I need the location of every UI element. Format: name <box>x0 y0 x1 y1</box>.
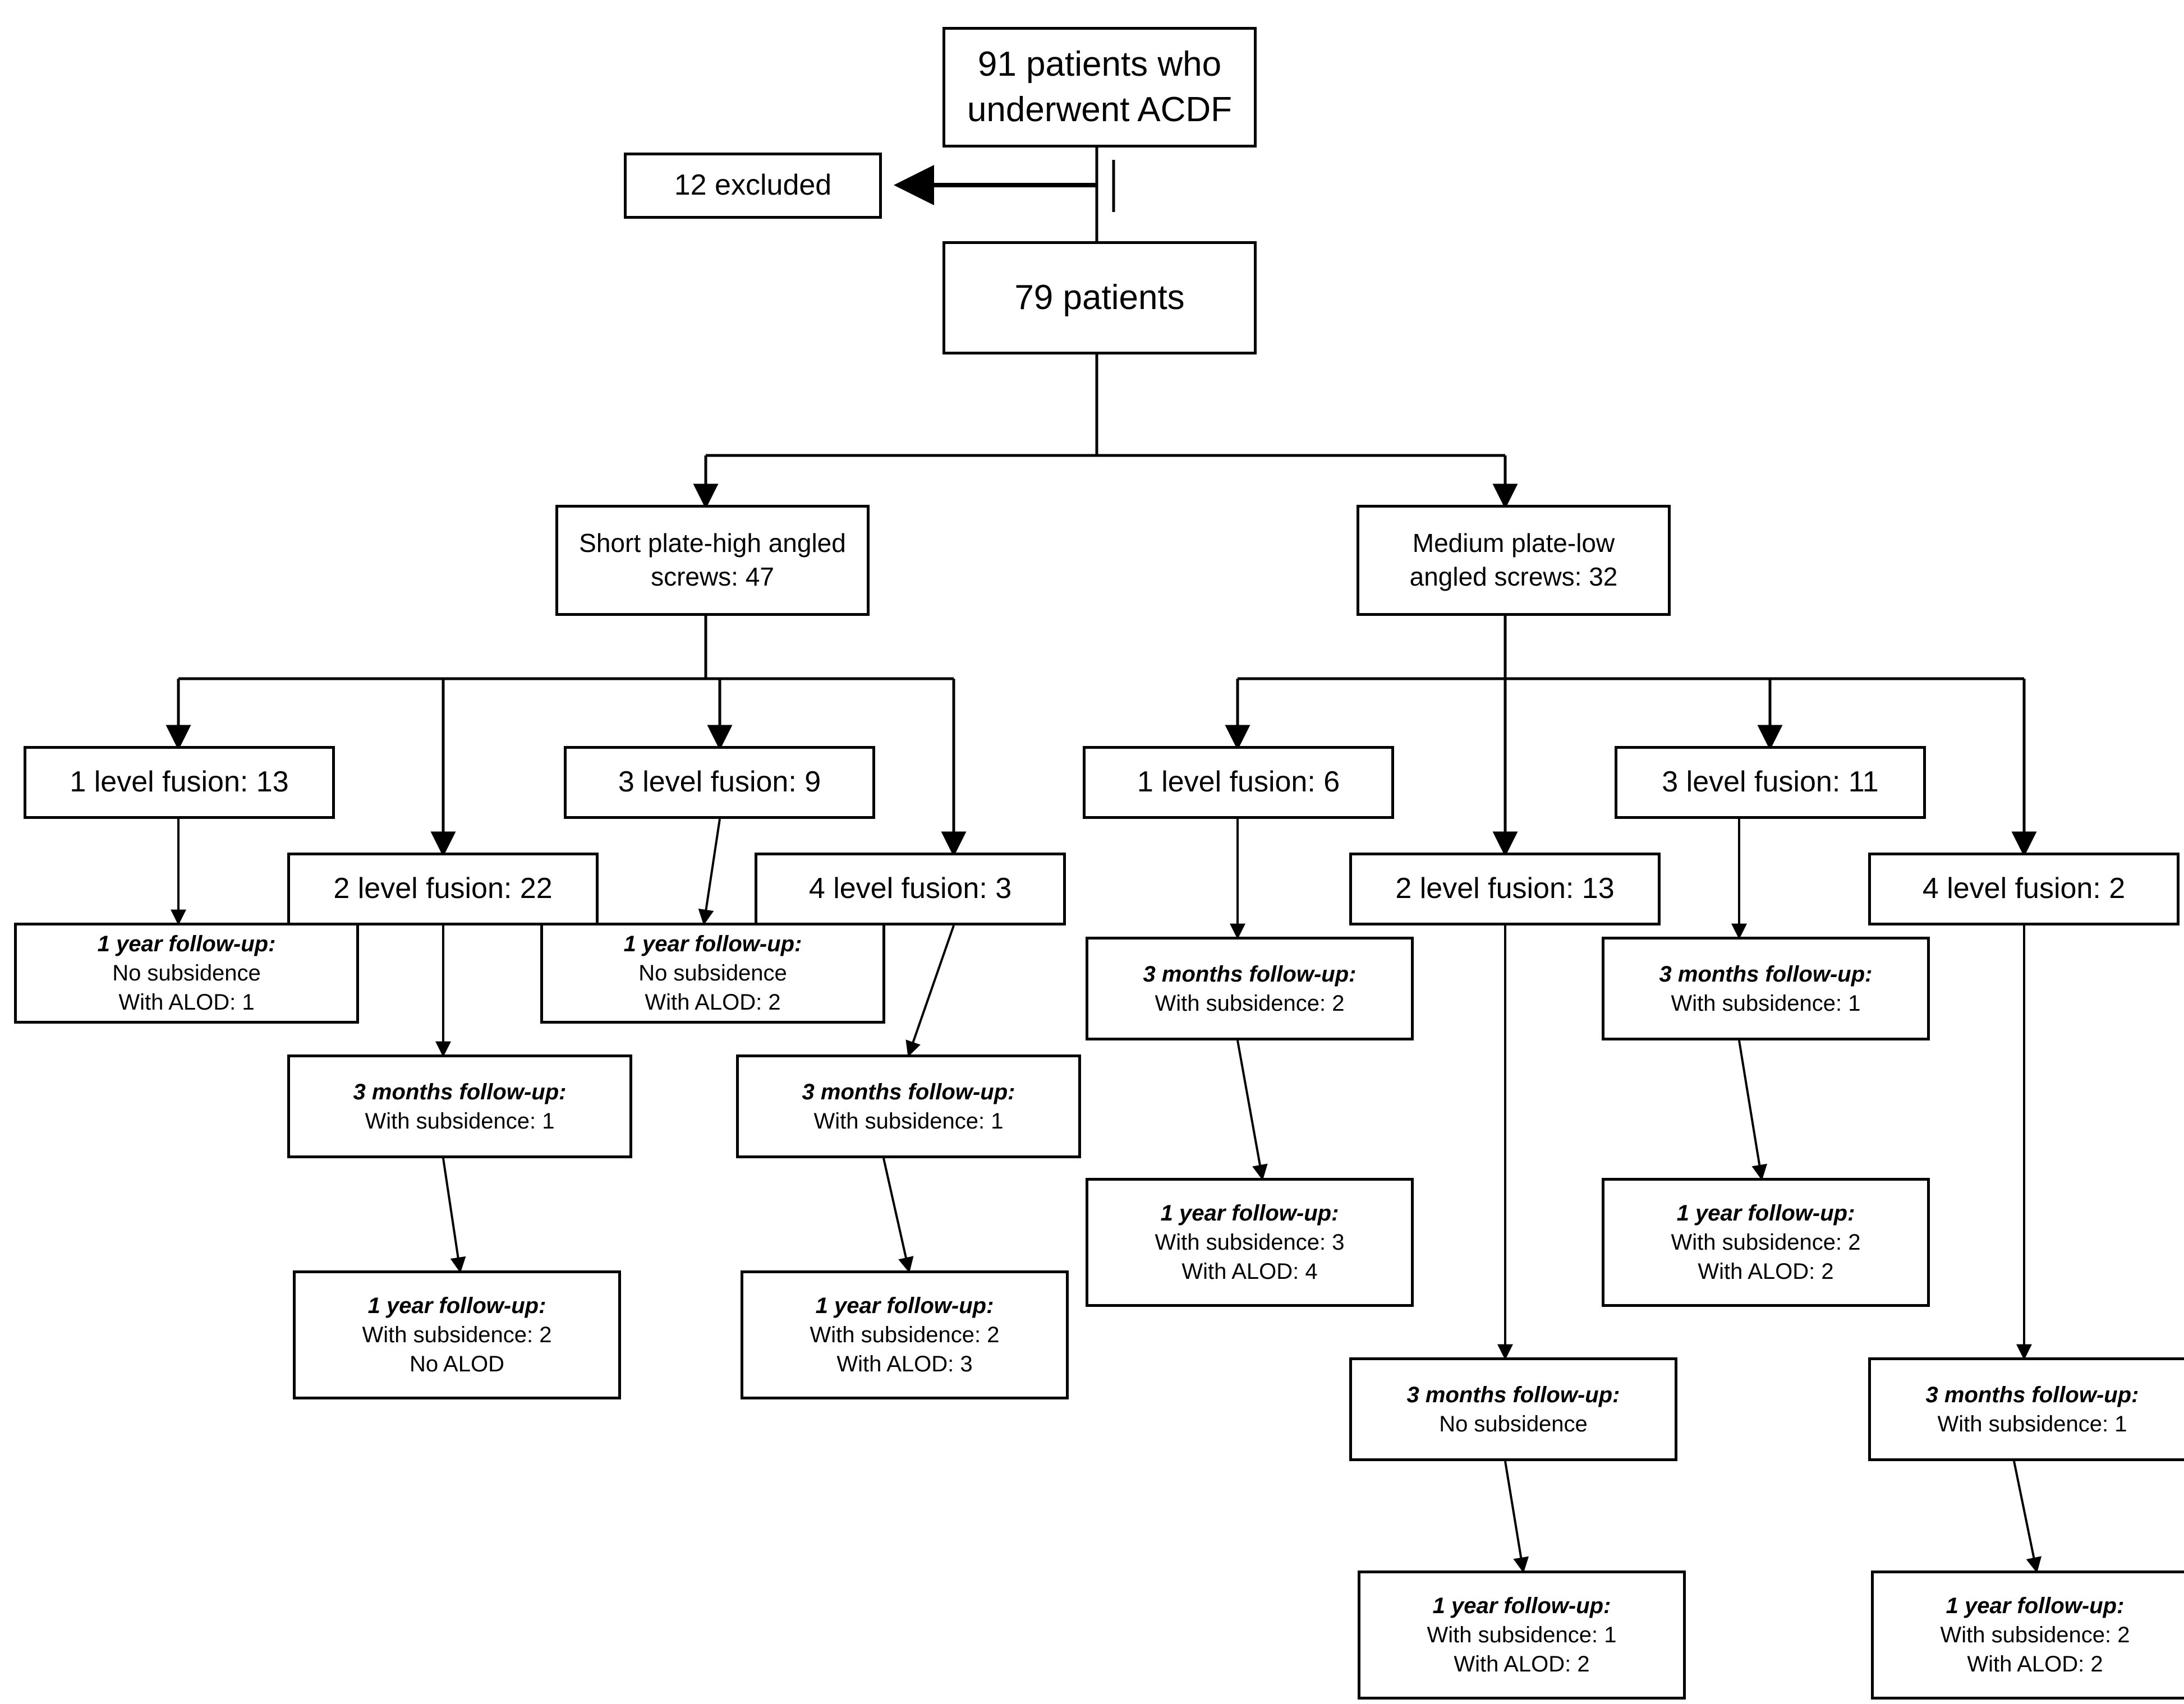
node-med-l4-y1-line1: With subsidence: 2 <box>1940 1623 2130 1647</box>
node-short-l1-y1-line1: No subsidence <box>112 961 261 985</box>
node-root-cohort: 91 patients who underwent ACDF <box>942 27 1257 148</box>
node-medium-level3-3month-followup: 3 months follow-up: With subsidence: 1 <box>1602 937 1930 1040</box>
node-included-line1: 79 patients <box>1014 278 1185 317</box>
node-med-l1-m3-line1: With subsidence: 2 <box>1155 991 1345 1016</box>
node-med-l1-y1-line2: With ALOD: 4 <box>1181 1259 1318 1284</box>
node-short-l3-y1-line1: No subsidence <box>638 961 787 985</box>
node-short-l4-m3-line1: With subsidence: 1 <box>813 1108 1004 1134</box>
connector-shortl4m3-to-y1 <box>882 1158 914 1273</box>
node-root-line1: 91 patients who <box>977 44 1222 84</box>
node-group-medium-plate: Medium plate-low angled screws: 32 <box>1357 505 1671 616</box>
node-med-l1-y1-line1: With subsidence: 3 <box>1155 1230 1345 1255</box>
connector-shortl4-to-m3 <box>905 925 955 1057</box>
node-short-level4: 4 level fusion: 3 <box>755 853 1066 925</box>
node-med-l3-y1-line1: With subsidence: 2 <box>1671 1230 1861 1255</box>
node-med-l4-m3-heading: 3 months follow-up: <box>1925 1382 2139 1407</box>
node-med-l3-y1-line2: With ALOD: 2 <box>1698 1259 1834 1284</box>
node-short-level3-1year-followup: 1 year follow-up: No subsidence With ALO… <box>540 923 885 1024</box>
node-short-l2-y1-heading: 1 year follow-up: <box>367 1293 546 1318</box>
node-short-l4-m3-heading: 3 months follow-up: <box>802 1079 1015 1104</box>
node-medium-level3-label: 3 level fusion: 11 <box>1662 766 1879 799</box>
node-med-l3-y1-heading: 1 year follow-up: <box>1676 1201 1855 1226</box>
node-group-medium-line1: Medium plate-low <box>1412 528 1615 558</box>
node-group-medium-line2: angled screws: 32 <box>1409 562 1618 591</box>
node-med-l1-m3-heading: 3 months follow-up: <box>1143 961 1357 987</box>
node-medium-level2-1year-followup: 1 year follow-up: With subsidence: 1 Wit… <box>1358 1571 1686 1700</box>
node-med-l2-y1-heading: 1 year follow-up: <box>1432 1594 1611 1618</box>
node-group-short-line2: screws: 47 <box>651 562 774 591</box>
node-group-short-line1: Short plate-high angled <box>579 528 846 558</box>
node-short-level4-label: 4 level fusion: 3 <box>808 872 1012 905</box>
node-med-l2-y1-line1: With subsidence: 1 <box>1427 1623 1617 1647</box>
node-short-l4-y1-line1: With subsidence: 2 <box>810 1323 1000 1347</box>
node-root-line2: underwent ACDF <box>967 90 1233 129</box>
node-short-level1-1year-followup: 1 year follow-up: No subsidence With ALO… <box>14 923 359 1024</box>
connector-medl4m3-to-y1 <box>2013 1461 2042 1573</box>
node-excluded: 12 excluded <box>624 153 882 219</box>
node-med-l4-y1-heading: 1 year follow-up: <box>1946 1594 2125 1618</box>
node-medium-level3: 3 level fusion: 11 <box>1615 746 1926 819</box>
node-short-l2-y1-line2: No ALOD <box>410 1352 504 1376</box>
node-med-l2-m3-heading: 3 months follow-up: <box>1406 1382 1620 1407</box>
node-medium-level2-3month-followup: 3 months follow-up: No subsidence <box>1349 1357 1677 1461</box>
node-short-l1-y1-heading: 1 year follow-up: <box>97 932 276 956</box>
node-medium-level1-label: 1 level fusion: 6 <box>1137 766 1340 799</box>
node-med-l3-m3-line1: With subsidence: 1 <box>1671 991 1861 1016</box>
node-medium-level4-1year-followup: 1 year follow-up: With subsidence: 2 Wit… <box>1871 1571 2184 1700</box>
node-short-l4-y1-heading: 1 year follow-up: <box>815 1293 994 1318</box>
node-short-l2-m3-heading: 3 months follow-up: <box>353 1079 567 1104</box>
connector-shortl2m3-to-y1 <box>442 1158 466 1273</box>
node-short-level2-1year-followup: 1 year follow-up: With subsidence: 2 No … <box>293 1270 621 1399</box>
node-short-level2: 2 level fusion: 22 <box>287 853 599 925</box>
node-excluded-line1: 12 excluded <box>674 169 832 202</box>
node-included: 79 patients <box>942 241 1257 354</box>
connector-medl3m3-to-y1 <box>1738 1040 1768 1181</box>
node-medium-level1-1year-followup: 1 year follow-up: With subsidence: 3 Wit… <box>1086 1178 1414 1307</box>
node-short-level3-label: 3 level fusion: 9 <box>618 766 821 799</box>
node-group-short-plate: Short plate-high angled screws: 47 <box>555 505 870 616</box>
node-short-l4-y1-line2: With ALOD: 3 <box>836 1352 973 1376</box>
node-med-l1-y1-heading: 1 year follow-up: <box>1160 1201 1339 1226</box>
node-medium-level2: 2 level fusion: 13 <box>1349 853 1661 925</box>
connector-shortl3-to-y1 <box>698 818 721 925</box>
node-short-level4-3month-followup: 3 months follow-up: With subsidence: 1 <box>736 1054 1081 1158</box>
node-short-level3: 3 level fusion: 9 <box>564 746 875 819</box>
node-medium-level3-1year-followup: 1 year follow-up: With subsidence: 2 Wit… <box>1602 1178 1930 1307</box>
connector-medl1m3-to-y1 <box>1236 1040 1268 1181</box>
node-short-l3-y1-line2: With ALOD: 2 <box>645 990 781 1015</box>
node-short-level1-label: 1 level fusion: 13 <box>70 766 289 799</box>
node-medium-level4-label: 4 level fusion: 2 <box>1922 872 2126 905</box>
node-medium-level4: 4 level fusion: 2 <box>1868 853 2180 925</box>
node-medium-level1: 1 level fusion: 6 <box>1083 746 1394 819</box>
node-short-l2-y1-line1: With subsidence: 2 <box>362 1323 552 1347</box>
node-med-l4-y1-line2: With ALOD: 2 <box>1967 1652 2103 1677</box>
node-med-l2-m3-line1: No subsidence <box>1439 1411 1588 1436</box>
node-short-l1-y1-line2: With ALOD: 1 <box>118 990 255 1015</box>
connector-medl2m3-to-y1 <box>1504 1461 1529 1573</box>
node-medium-level4-3month-followup: 3 months follow-up: With subsidence: 1 <box>1868 1357 2184 1461</box>
node-med-l3-m3-heading: 3 months follow-up: <box>1659 961 1873 987</box>
node-short-l2-m3-line1: With subsidence: 1 <box>365 1108 555 1134</box>
node-short-level1: 1 level fusion: 13 <box>24 746 335 819</box>
node-short-level4-1year-followup: 1 year follow-up: With subsidence: 2 Wit… <box>741 1270 1069 1399</box>
node-medium-level1-3month-followup: 3 months follow-up: With subsidence: 2 <box>1086 937 1414 1040</box>
node-short-level2-label: 2 level fusion: 22 <box>333 872 553 905</box>
node-short-l3-y1-heading: 1 year follow-up: <box>623 932 802 956</box>
node-medium-level2-label: 2 level fusion: 13 <box>1395 872 1615 905</box>
node-short-level2-3month-followup: 3 months follow-up: With subsidence: 1 <box>287 1054 632 1158</box>
node-med-l4-m3-line1: With subsidence: 1 <box>1937 1411 2127 1436</box>
node-med-l2-y1-line2: With ALOD: 2 <box>1454 1652 1590 1677</box>
